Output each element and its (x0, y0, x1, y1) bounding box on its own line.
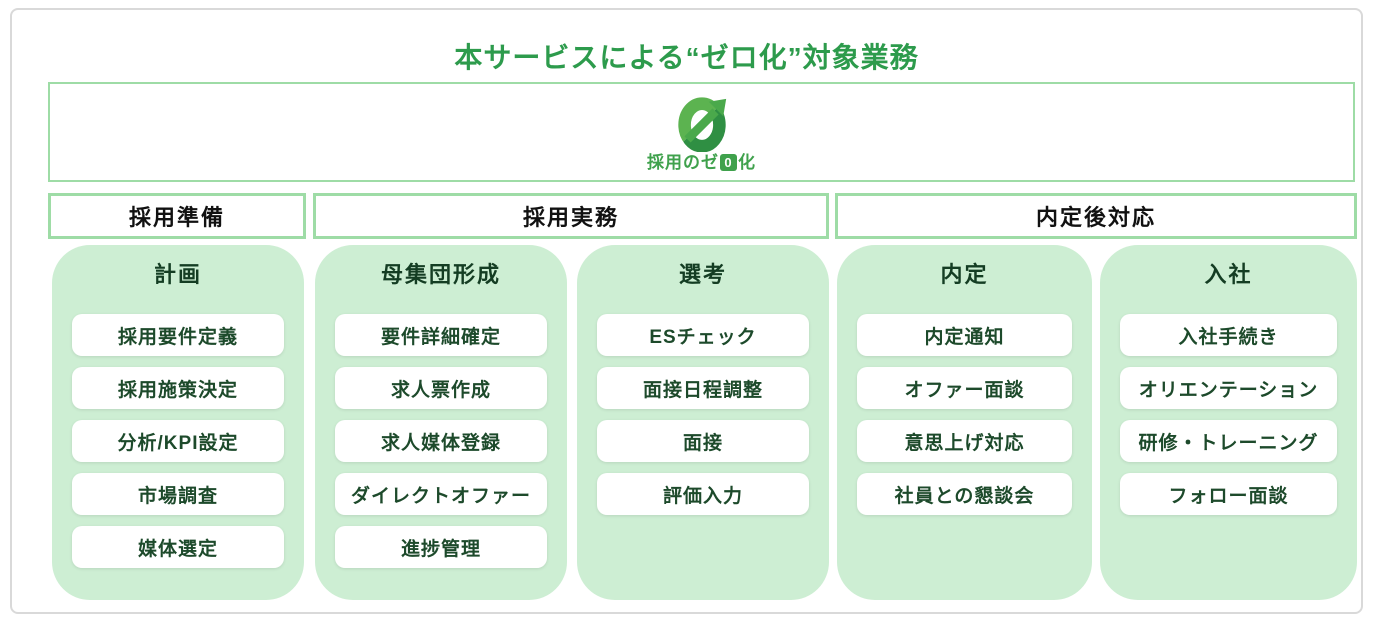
task-item: 評価入力 (597, 473, 809, 515)
task-item: 入社手続き (1120, 314, 1337, 356)
column-boshudan: 母集団形成 要件詳細確定 求人票作成 求人媒体登録 ダイレクトオファー 進捗管理 (315, 245, 567, 600)
column-title: 計画 (153, 262, 202, 287)
phase-header-junbi: 採用準備 (48, 193, 306, 239)
column-items: 要件詳細確定 求人票作成 求人媒体登録 ダイレクトオファー 進捗管理 (335, 314, 547, 568)
task-item: 社員との懇談会 (857, 473, 1072, 515)
logo-text-before: 採用のゼ (647, 152, 719, 172)
task-item: 面接日程調整 (597, 367, 809, 409)
task-item: フォロー面談 (1120, 473, 1337, 515)
task-item: オファー面談 (857, 367, 1072, 409)
column-naitei: 内定 内定通知 オファー面談 意思上げ対応 社員との懇談会 (837, 245, 1092, 600)
task-item: 採用要件定義 (72, 314, 284, 356)
page-title: 本サービスによる“ゼロ化”対象業務 (454, 42, 919, 73)
column-nyusha: 入社 入社手続き オリエンテーション 研修・トレーニング フォロー面談 (1100, 245, 1357, 600)
column-title: 母集団形成 (380, 262, 501, 287)
task-item: 求人媒体登録 (335, 420, 547, 462)
phase-header-jitsumu: 採用実務 (313, 193, 829, 239)
task-item: オリエンテーション (1120, 367, 1337, 409)
zero-arrow-icon (677, 96, 726, 152)
task-item: 進捗管理 (335, 526, 547, 568)
task-item: 要件詳細確定 (335, 314, 547, 356)
logo-text-after: 化 (738, 152, 756, 172)
column-keikaku: 計画 採用要件定義 採用施策決定 分析/KPI設定 市場調査 媒体選定 (52, 245, 304, 600)
task-item: 意思上げ対応 (857, 420, 1072, 462)
column-items: 入社手続き オリエンテーション 研修・トレーニング フォロー面談 (1120, 314, 1337, 515)
column-items: 採用要件定義 採用施策決定 分析/KPI設定 市場調査 媒体選定 (72, 314, 284, 568)
task-item: 内定通知 (857, 314, 1072, 356)
column-title: 選考 (678, 262, 727, 287)
task-item: 面接 (597, 420, 809, 462)
task-item: 採用施策決定 (72, 367, 284, 409)
task-item: ESチェック (597, 314, 809, 356)
task-item: 分析/KPI設定 (72, 420, 284, 462)
column-items: 内定通知 オファー面談 意思上げ対応 社員との懇談会 (857, 314, 1072, 515)
phase-header-naiteigo: 内定後対応 (835, 193, 1357, 239)
task-item: 求人票作成 (335, 367, 547, 409)
task-item: ダイレクトオファー (335, 473, 547, 515)
logo-zero-badge: 0 (720, 153, 737, 171)
task-item: 市場調査 (72, 473, 284, 515)
task-item: 研修・トレーニング (1120, 420, 1337, 462)
column-items: ESチェック 面接日程調整 面接 評価入力 (597, 314, 809, 515)
task-item: 媒体選定 (72, 526, 284, 568)
column-title: 入社 (1204, 262, 1253, 287)
column-title: 内定 (940, 262, 989, 287)
column-senko: 選考 ESチェック 面接日程調整 面接 評価入力 (577, 245, 829, 600)
